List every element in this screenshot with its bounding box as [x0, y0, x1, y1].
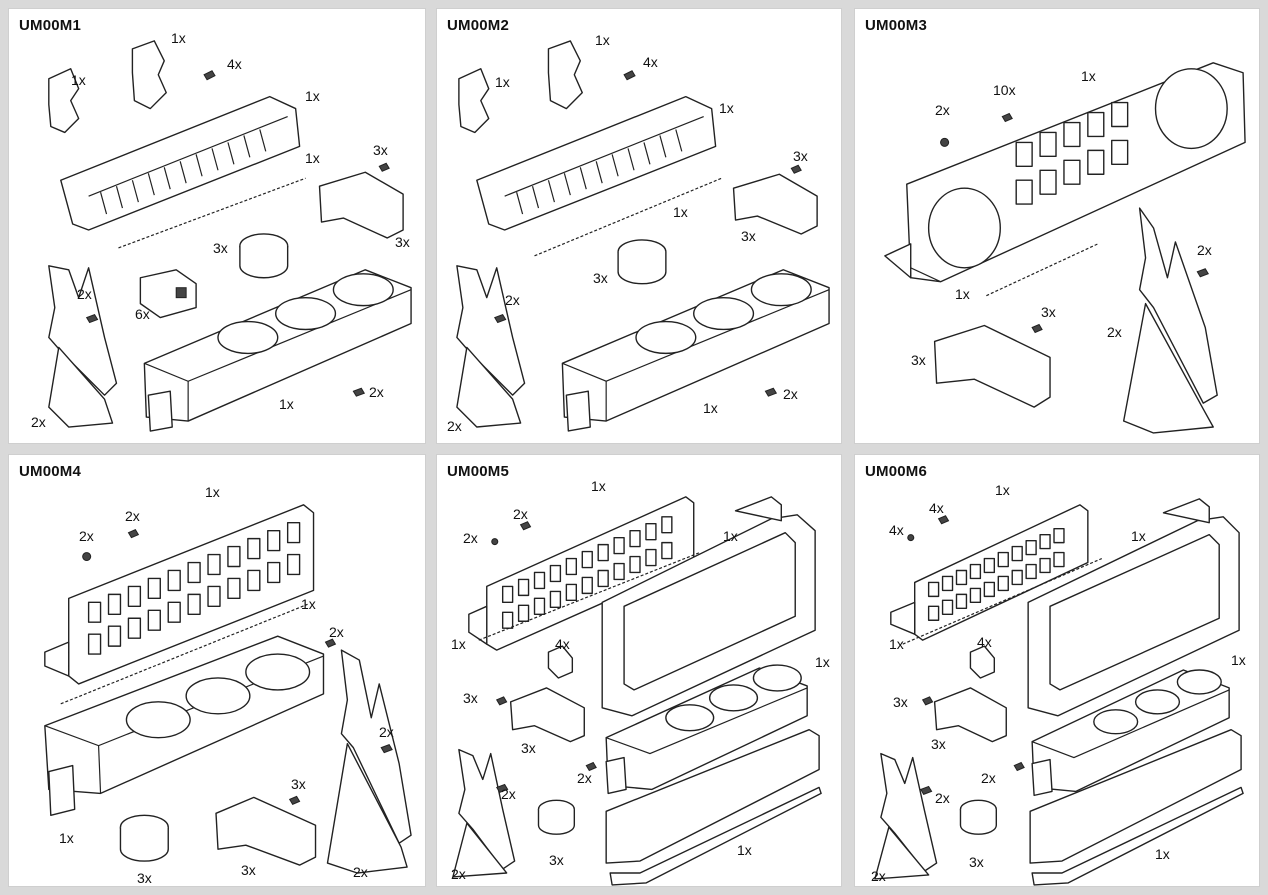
quantity-label: 3x [911, 352, 926, 368]
quantity-label: 2x [1107, 324, 1122, 340]
quantity-label: 4x [227, 56, 242, 72]
quantity-label: 3x [1041, 304, 1056, 320]
quantity-label: 1x [815, 654, 830, 670]
quantity-label: 2x [935, 102, 950, 118]
quantity-label: 3x [521, 740, 536, 756]
um00m1-parts-illustration [48, 40, 412, 432]
quantity-label: 1x [279, 396, 294, 412]
quantity-label: 3x [549, 852, 564, 868]
quantity-label: 2x [871, 868, 886, 884]
quantity-label: 2x [935, 790, 950, 806]
quantity-label: 1x [703, 400, 718, 416]
quantity-label: 3x [893, 694, 908, 710]
quantity-label: 2x [31, 414, 46, 430]
kit-title: UM00M4 [19, 463, 82, 480]
um00m6-parts-illustration [874, 498, 1244, 886]
um00m3-parts-illustration [884, 62, 1246, 434]
quantity-label: 4x [977, 634, 992, 650]
um00m5-parts-illustration [452, 496, 822, 886]
quantity-label: 1x [591, 478, 606, 494]
quantity-label: 2x [577, 770, 592, 786]
kit-title: UM00M6 [865, 463, 928, 480]
quantity-label: 1x [719, 100, 734, 116]
um00m4-parts-illustration [44, 504, 412, 874]
kit-title: UM00M2 [447, 17, 510, 34]
quantity-label: 1x [205, 484, 220, 500]
panel-um00m6: UM00M6 1x 4x 4x 1x 1x 4x 1x 3x 3x 2x 2x … [854, 454, 1260, 887]
quantity-label: 3x [969, 854, 984, 870]
quantity-label: 2x [353, 864, 368, 880]
quantity-label: 3x [463, 690, 478, 706]
quantity-label: 3x [291, 776, 306, 792]
kit-title: UM00M5 [447, 463, 510, 480]
quantity-label: 3x [593, 270, 608, 286]
quantity-label: 2x [501, 786, 516, 802]
quantity-label: 1x [737, 842, 752, 858]
quantity-label: 3x [741, 228, 756, 244]
quantity-label: 2x [379, 724, 394, 740]
quantity-label: 1x [995, 482, 1010, 498]
quantity-label: 1x [1231, 652, 1246, 668]
quantity-label: 2x [125, 508, 140, 524]
panel-um00m1: UM00M1 1x 1x 4x 1x 1x 3x 3x 3x 2x 6x 2x … [8, 8, 426, 444]
quantity-label: 1x [1081, 68, 1096, 84]
quantity-label: 4x [929, 500, 944, 516]
quantity-label: 1x [955, 286, 970, 302]
quantity-label: 2x [463, 530, 478, 546]
quantity-label: 2x [447, 418, 462, 434]
quantity-label: 3x [931, 736, 946, 752]
quantity-label: 1x [673, 204, 688, 220]
quantity-label: 1x [889, 636, 904, 652]
quantity-label: 3x [395, 234, 410, 250]
quantity-label: 4x [643, 54, 658, 70]
quantity-label: 10x [993, 82, 1016, 98]
quantity-label: 1x [723, 528, 738, 544]
kit-grid: UM00M1 1x 1x 4x 1x 1x 3x 3x 3x 2x 6x 2x … [8, 8, 1260, 887]
panel-um00m5: UM00M5 1x 2x 2x 1x 1x 4x 1x 3x 3x 2x 2x … [436, 454, 842, 887]
quantity-label: 2x [1197, 242, 1212, 258]
panel-um00m4: UM00M4 1x 2x 2x 1x 2x 2x 3x 1x 3x 3x 2x [8, 454, 426, 887]
quantity-label: 1x [171, 30, 186, 46]
quantity-label: 1x [301, 596, 316, 612]
um00m2-parts-illustration [456, 40, 830, 432]
quantity-label: 3x [373, 142, 388, 158]
panel-um00m2: UM00M2 1x 1x 4x 1x 3x 3x 1x 3x 2x 1x 2x … [436, 8, 842, 444]
quantity-label: 1x [1131, 528, 1146, 544]
quantity-label: 4x [555, 636, 570, 652]
quantity-label: 1x [59, 830, 74, 846]
panel-um00m3: UM00M3 1x 10x 2x 2x 1x 3x 3x 2x [854, 8, 1260, 444]
quantity-label: 1x [595, 32, 610, 48]
quantity-label: 1x [305, 88, 320, 104]
quantity-label: 2x [329, 624, 344, 640]
quantity-label: 2x [505, 292, 520, 308]
quantity-label: 1x [451, 636, 466, 652]
quantity-label: 3x [793, 148, 808, 164]
quantity-label: 2x [369, 384, 384, 400]
quantity-label: 6x [135, 306, 150, 322]
quantity-label: 2x [981, 770, 996, 786]
quantity-label: 3x [241, 862, 256, 878]
quantity-label: 2x [783, 386, 798, 402]
quantity-label: 2x [77, 286, 92, 302]
quantity-label: 1x [1155, 846, 1170, 862]
quantity-label: 3x [137, 870, 152, 886]
quantity-label: 2x [513, 506, 528, 522]
quantity-label: 2x [79, 528, 94, 544]
kit-title: UM00M1 [19, 17, 82, 34]
quantity-label: 1x [71, 72, 86, 88]
quantity-label: 3x [213, 240, 228, 256]
quantity-label: 2x [451, 866, 466, 882]
quantity-label: 1x [495, 74, 510, 90]
kit-title: UM00M3 [865, 17, 928, 34]
quantity-label: 4x [889, 522, 904, 538]
quantity-label: 1x [305, 150, 320, 166]
